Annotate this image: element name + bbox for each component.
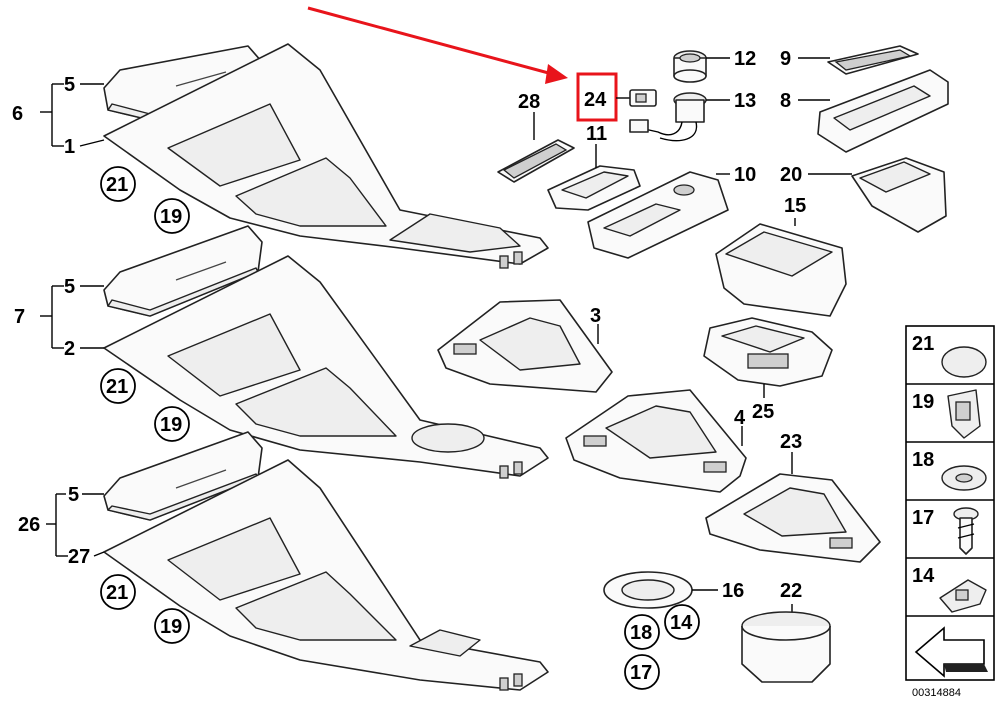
group1-leaders <box>40 83 105 147</box>
label-8: 8 <box>780 90 791 112</box>
callout-21-g1-text: 21 <box>106 174 128 196</box>
label-4: 4 <box>734 407 746 429</box>
label-20: 20 <box>780 164 802 186</box>
part-15[interactable] <box>715 223 847 317</box>
legend-label-14: 14 <box>912 565 935 587</box>
label-10: 10 <box>734 164 756 186</box>
callout-19-g1[interactable] <box>154 198 190 234</box>
part-28[interactable] <box>497 139 575 183</box>
callout-18-bottom-text: 18 <box>630 622 652 644</box>
label-1: 1 <box>64 136 75 158</box>
group2-leaders <box>40 285 104 349</box>
callout-14-bottom-text: 14 <box>670 612 693 634</box>
label-26: 26 <box>18 514 40 536</box>
label-15: 15 <box>784 195 806 217</box>
label-5-g2: 5 <box>64 276 75 298</box>
part-16[interactable] <box>603 571 693 609</box>
part-23[interactable] <box>705 473 881 563</box>
part-24[interactable] <box>629 89 657 107</box>
label-2: 2 <box>64 338 75 360</box>
callout-19-g1-text: 19 <box>160 206 182 228</box>
part-3[interactable] <box>437 299 613 393</box>
label-7: 7 <box>14 306 25 328</box>
label-6: 6 <box>12 103 23 125</box>
part-13[interactable] <box>629 92 707 142</box>
label-13: 13 <box>734 90 756 112</box>
part-12[interactable] <box>673 50 707 83</box>
group3-leaders <box>46 493 105 557</box>
star-washer-icon <box>941 465 987 491</box>
callout-17-bottom-text: 17 <box>630 662 652 684</box>
legend-label-17: 17 <box>912 507 934 529</box>
legend-label-21: 21 <box>912 333 934 355</box>
trim-group-3 <box>103 431 549 691</box>
trim-group-2 <box>103 225 549 479</box>
callout-19-g3-text: 19 <box>160 616 182 638</box>
legend-label-18: 18 <box>912 449 934 471</box>
label-27: 27 <box>68 546 90 568</box>
label-25: 25 <box>752 401 774 423</box>
part-8[interactable] <box>817 69 949 153</box>
highlight-arrow <box>307 6 568 84</box>
label-11: 11 <box>586 123 607 145</box>
label-5-g1: 5 <box>64 74 75 96</box>
label-5-g3: 5 <box>68 484 79 506</box>
part-11[interactable] <box>547 165 641 211</box>
callout-17-bottom[interactable] <box>624 654 660 690</box>
trim-group-1 <box>103 43 549 269</box>
part-22[interactable] <box>741 611 831 683</box>
legend-panel <box>905 325 995 681</box>
part-20[interactable] <box>851 157 947 233</box>
label-9: 9 <box>780 48 791 70</box>
arrow-icon <box>914 626 988 678</box>
legend-label-19: 19 <box>912 391 934 413</box>
callout-21-g3[interactable] <box>100 574 136 610</box>
callout-19-g3[interactable] <box>154 608 190 644</box>
part-25[interactable] <box>703 317 833 387</box>
label-22: 22 <box>780 580 802 602</box>
label-24: 24 <box>584 89 607 111</box>
label-16: 16 <box>722 580 744 602</box>
callout-21-g2-text: 21 <box>106 376 128 398</box>
callout-19-g2[interactable] <box>154 406 190 442</box>
clip-icon <box>941 346 987 378</box>
callout-14-bottom[interactable] <box>664 604 700 640</box>
label-3: 3 <box>590 305 601 327</box>
label-12: 12 <box>734 48 756 70</box>
label-23: 23 <box>780 431 802 453</box>
spring-clip-icon <box>947 389 981 439</box>
screw-icon <box>953 507 979 555</box>
label-28: 28 <box>518 91 540 113</box>
callout-21-g3-text: 21 <box>106 582 128 604</box>
part-9[interactable] <box>827 45 919 75</box>
highlight-box[interactable] <box>576 72 618 122</box>
part-10[interactable] <box>587 171 729 259</box>
callout-21-g1[interactable] <box>100 166 136 202</box>
callout-18-bottom[interactable] <box>624 614 660 650</box>
doc-number: 00314884 <box>912 687 961 699</box>
callout-19-g2-text: 19 <box>160 414 182 436</box>
callout-21-g2[interactable] <box>100 368 136 404</box>
part-4[interactable] <box>565 389 747 493</box>
clip-nut-icon <box>939 579 987 613</box>
